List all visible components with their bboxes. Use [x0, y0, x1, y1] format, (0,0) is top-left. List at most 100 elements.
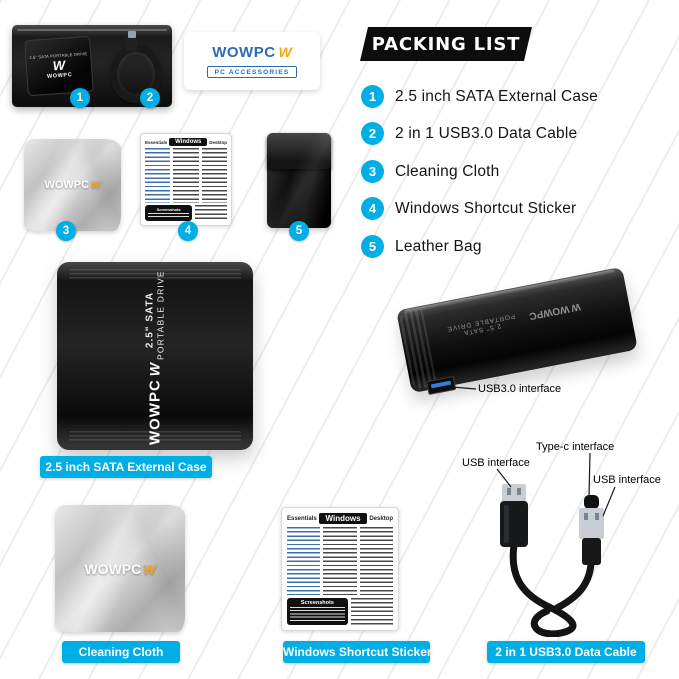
item-number-badge: 1: [361, 85, 384, 108]
packing-list-item: 5 Leather Bag: [361, 235, 482, 258]
sticker-col-essentials: Essentials: [287, 515, 317, 522]
sticker-col-windows: Windows: [169, 138, 208, 146]
box-rim: [17, 29, 167, 31]
wowpc-w-icon: W: [146, 362, 163, 377]
cable-wire-left: [509, 541, 549, 609]
product-name-text: 2.5" SATA PORTABLE DRIVE: [446, 312, 517, 339]
packing-list-title: PACKING LIST: [371, 33, 521, 55]
sticker-col-desktop: Desktop: [369, 515, 393, 522]
sticker-footer: Screenshots: [287, 598, 393, 625]
packing-list-banner: PACKING LIST: [360, 27, 532, 61]
brand-name-text: WOWPC: [44, 179, 90, 191]
shortcut-sticker-photo-large: Essentials Windows Desktop Screenshots: [281, 507, 399, 631]
boxed-data-cable: [106, 31, 162, 103]
item-number-badge: 2: [361, 122, 384, 145]
usb-interface-label-right: USB interface: [593, 474, 661, 486]
sticker-text-rows: [148, 213, 190, 219]
sticker-header: Essentials Windows Desktop: [287, 513, 393, 524]
sticker-screenshots-box: Screenshots: [287, 598, 348, 625]
leather-bag-photo: [267, 133, 331, 228]
external-case-angled-photo: W WOWPC 2.5" SATA PORTABLE DRIVE: [396, 266, 638, 396]
wowpc-w-icon: W: [278, 44, 292, 60]
sticker-col-desktop: Desktop: [209, 139, 227, 145]
packing-list-item: 3 Cleaning Cloth: [361, 160, 499, 183]
usb3-interface-label: USB3.0 interface: [478, 383, 562, 395]
sticker-footer: Screenshots: [145, 205, 227, 221]
brand-tagline: PC ACCESSORIES: [206, 66, 298, 78]
item-number-badge: 3: [361, 160, 384, 183]
item-badge-4: 4: [178, 221, 198, 241]
usb-plug-slot: [507, 488, 511, 495]
usb-plug-shield-right: [579, 508, 604, 539]
sticker-body: [145, 148, 227, 203]
sticker-text-column: [323, 527, 357, 595]
sticker-caption: Windows Shortcut Sticker: [283, 641, 432, 663]
sticker-text-column: [201, 148, 227, 203]
item-label: Leather Bag: [395, 237, 482, 255]
packing-list-item: 1 2.5 inch SATA External Case: [361, 85, 598, 108]
sticker-screenshots-box: Screenshots: [145, 205, 193, 221]
leather-bag-sheen: [267, 133, 331, 228]
typec-interface-label: Type-c interface: [536, 441, 615, 453]
item-label: 2.5 inch SATA External Case: [395, 87, 598, 105]
packing-list-item: 2 2 in 1 USB3.0 Data Cable: [361, 122, 577, 145]
item-number-badge: 5: [361, 235, 384, 258]
brand-logo: W WOWPC: [528, 301, 581, 322]
sticker-text-column: [145, 148, 171, 203]
wowpc-w-icon: W: [91, 180, 101, 191]
sticker-col-windows: Windows: [319, 513, 367, 524]
sticker-text-column: [350, 598, 393, 625]
wowpc-w-icon: W: [570, 301, 582, 314]
sticker-body: [287, 527, 393, 595]
cable-wire-right: [553, 560, 595, 612]
usb-plug-slot: [517, 488, 521, 495]
sticker-section-title: Screenshots: [300, 600, 334, 606]
sticker-section-title: Screenshots: [156, 207, 181, 212]
item-label: Windows Shortcut Sticker: [395, 199, 577, 217]
item-label: 2 in 1 USB3.0 Data Cable: [395, 124, 578, 142]
case-end-ridges: [398, 308, 438, 390]
item-badge-1: 1: [70, 88, 90, 108]
external-case-front-photo: 2.5" SATA PORTABLE DRIVE WOWPC W: [57, 262, 253, 450]
item-badge-5: 5: [289, 221, 309, 241]
sticker-text-rows: [290, 607, 345, 623]
sticker-text-column: [287, 527, 321, 595]
sticker-col-essentials: Essentials: [145, 139, 168, 145]
brand-logo: WOWPC W: [44, 179, 100, 191]
wowpc-w-icon: W: [143, 561, 156, 577]
sticker-text-column: [195, 205, 227, 221]
cable-loop: [530, 601, 577, 637]
usb-plug-shield-left: [502, 484, 526, 502]
usb-plug-body-right: [582, 538, 601, 565]
brand-name-text: WOWPC: [46, 72, 73, 80]
cleaning-cloth-photo: WOWPC W: [24, 139, 121, 231]
item-label: Cleaning Cloth: [395, 162, 500, 180]
case-print: W WOWPC 2.5" SATA PORTABLE DRIVE: [446, 300, 582, 340]
packing-list-item: 4 Windows Shortcut Sticker: [361, 197, 576, 220]
sticker-text-column: [173, 148, 199, 203]
brand-logo: WOWPC W: [212, 44, 292, 61]
case-top-edge: [404, 269, 615, 315]
usb-plug-slot: [584, 513, 588, 520]
brand-name-text: WOWPC: [212, 44, 276, 61]
product-line2-text: PORTABLE DRIVE: [155, 270, 166, 360]
brand-name-text: WOWPC: [146, 379, 164, 446]
leather-bag-flap: [267, 133, 331, 169]
brand-name-text: WOWPC: [528, 303, 571, 322]
cloth-caption: Cleaning Cloth: [62, 641, 180, 663]
product-line1-text: 2.5" SATA: [29, 53, 50, 61]
case-groove-top: [69, 269, 241, 281]
product-line1-text: 2.5" SATA: [144, 291, 156, 349]
cloth-sheen: [24, 139, 121, 231]
typec-adapter-tip: [584, 495, 599, 509]
item-number-badge: 4: [361, 197, 384, 220]
data-cable-photo: [500, 484, 604, 637]
cable-plug: [126, 31, 137, 51]
shortcut-sticker-photo: Essentials Windows Desktop Screenshots: [140, 133, 232, 226]
cable-plug-tip: [127, 31, 136, 38]
usb-plug-highlight: [504, 505, 509, 543]
usb3-port-tab: [430, 380, 452, 388]
item-badge-3: 3: [56, 221, 76, 241]
usb-plug-slot: [595, 513, 599, 520]
cloth-sheen: [55, 505, 185, 632]
